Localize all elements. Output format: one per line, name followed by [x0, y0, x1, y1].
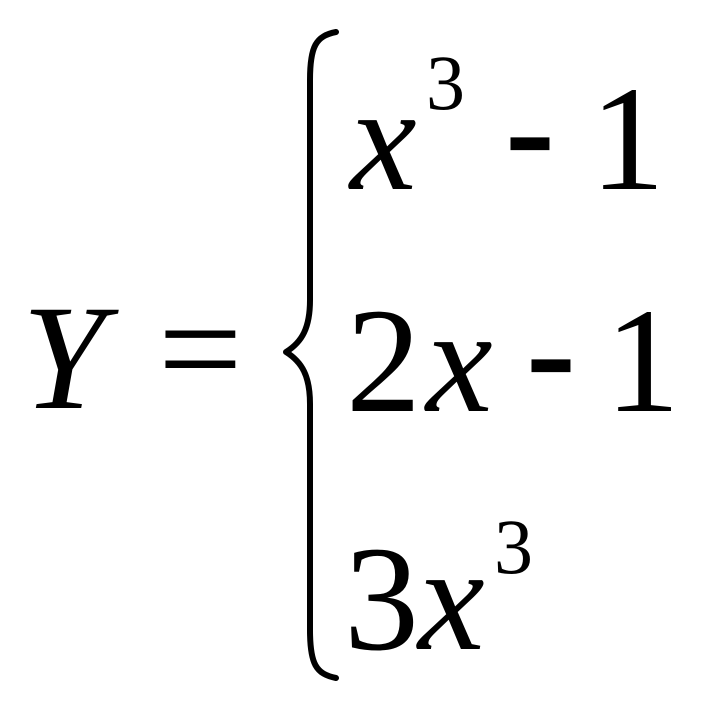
equals-sign: = [158, 266, 243, 432]
case3-exponent: 3 [494, 503, 533, 590]
case1-constant: 1 [590, 56, 665, 222]
case3-coefficient: 3 [344, 516, 419, 682]
lhs-variable: Y [22, 275, 106, 441]
case2-operator: - [526, 268, 576, 434]
case1-base: x [350, 56, 417, 222]
case1-operator: - [505, 46, 555, 212]
case2-variable: x [426, 278, 493, 444]
case1-exponent: 3 [426, 39, 465, 126]
case2-coefficient: 2 [346, 278, 421, 444]
left-curly-brace [283, 29, 339, 681]
case3-variable: x [418, 516, 485, 682]
case2-constant: 1 [605, 278, 680, 444]
